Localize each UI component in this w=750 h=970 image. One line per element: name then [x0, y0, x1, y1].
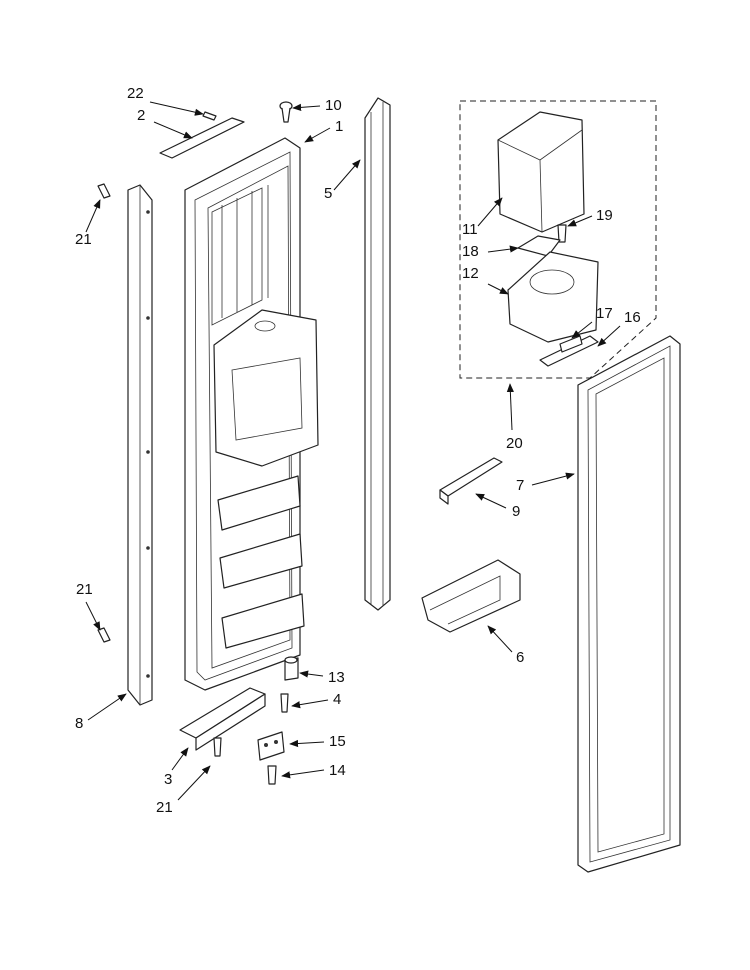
leader-line-13 — [299, 670, 324, 678]
callout-20: 20 — [506, 435, 523, 452]
part-door-gasket-7 — [577, 335, 681, 873]
callout-10: 10 — [325, 97, 342, 114]
part-ice-tray-12 — [507, 251, 599, 343]
part-plug-10 — [279, 101, 293, 123]
callout-17: 17 — [596, 305, 613, 322]
callout-2: 2 — [137, 107, 145, 124]
callout-21b: 21 — [76, 581, 93, 598]
callout-7: 7 — [516, 477, 524, 494]
part-side-trim-left — [127, 184, 153, 706]
leader-line-15 — [289, 739, 325, 748]
callout-5: 5 — [324, 185, 332, 202]
part-door-bin-6 — [421, 559, 521, 633]
callout-15: 15 — [329, 733, 346, 750]
part-screw-22 — [202, 111, 217, 121]
callout-13: 13 — [328, 669, 345, 686]
part-hinge-bracket-3 — [179, 687, 266, 751]
callout-21a: 21 — [75, 231, 92, 248]
leader-line-21a — [85, 199, 101, 233]
part-door-assembly — [184, 137, 319, 691]
leader-line-20 — [506, 383, 514, 431]
leader-line-11 — [477, 197, 503, 227]
leader-line-22 — [149, 101, 204, 116]
leader-line-17 — [571, 321, 593, 339]
part-screw-14 — [267, 765, 277, 785]
callout-22: 22 — [127, 85, 144, 102]
part-screw-4 — [280, 693, 289, 713]
part-door-seal-strip — [364, 97, 391, 611]
part-top-trim — [159, 117, 245, 159]
leader-line-12 — [487, 283, 509, 295]
leader-line-14 — [281, 769, 325, 779]
leader-line-1 — [304, 127, 331, 143]
callout-11: 11 — [462, 221, 478, 238]
callout-18: 18 — [462, 243, 479, 260]
callout-12: 12 — [462, 265, 479, 282]
part-ice-bucket-11 — [497, 111, 585, 233]
callout-4: 4 — [333, 691, 341, 708]
callout-1: 1 — [335, 118, 343, 135]
part-screw-21-bottom — [213, 737, 222, 757]
part-screw-21-left-bottom — [97, 627, 111, 643]
leader-line-16 — [597, 325, 621, 347]
callout-16: 16 — [624, 309, 641, 326]
part-hinge-13 — [284, 656, 299, 681]
part-hinge-plate-15 — [257, 731, 285, 761]
callout-3: 3 — [164, 771, 172, 788]
ice-bucket-assembly-box — [459, 100, 657, 379]
leader-line-21c — [177, 765, 211, 801]
callout-6: 6 — [516, 649, 524, 666]
leader-line-18 — [487, 245, 519, 253]
leader-line-8 — [87, 693, 127, 721]
callout-21c: 21 — [156, 799, 173, 816]
leader-line-6 — [487, 625, 513, 653]
leader-line-7 — [531, 472, 575, 486]
leader-line-19 — [567, 215, 593, 227]
callout-14: 14 — [329, 762, 346, 779]
callout-19: 19 — [596, 207, 613, 224]
part-screw-19 — [557, 224, 567, 243]
part-screw-21-left-top — [97, 183, 111, 199]
callout-9: 9 — [512, 503, 520, 520]
leader-line-10 — [292, 103, 321, 111]
leader-line-2 — [153, 121, 193, 139]
leader-line-3 — [171, 747, 189, 771]
part-shelf-rail-9 — [439, 457, 503, 505]
leader-line-9 — [475, 493, 507, 509]
leader-line-5 — [333, 159, 361, 191]
callout-8: 8 — [75, 715, 83, 732]
part-gasket-18 — [517, 235, 561, 257]
leader-line-4 — [291, 699, 329, 709]
leader-line-21b — [85, 601, 101, 631]
